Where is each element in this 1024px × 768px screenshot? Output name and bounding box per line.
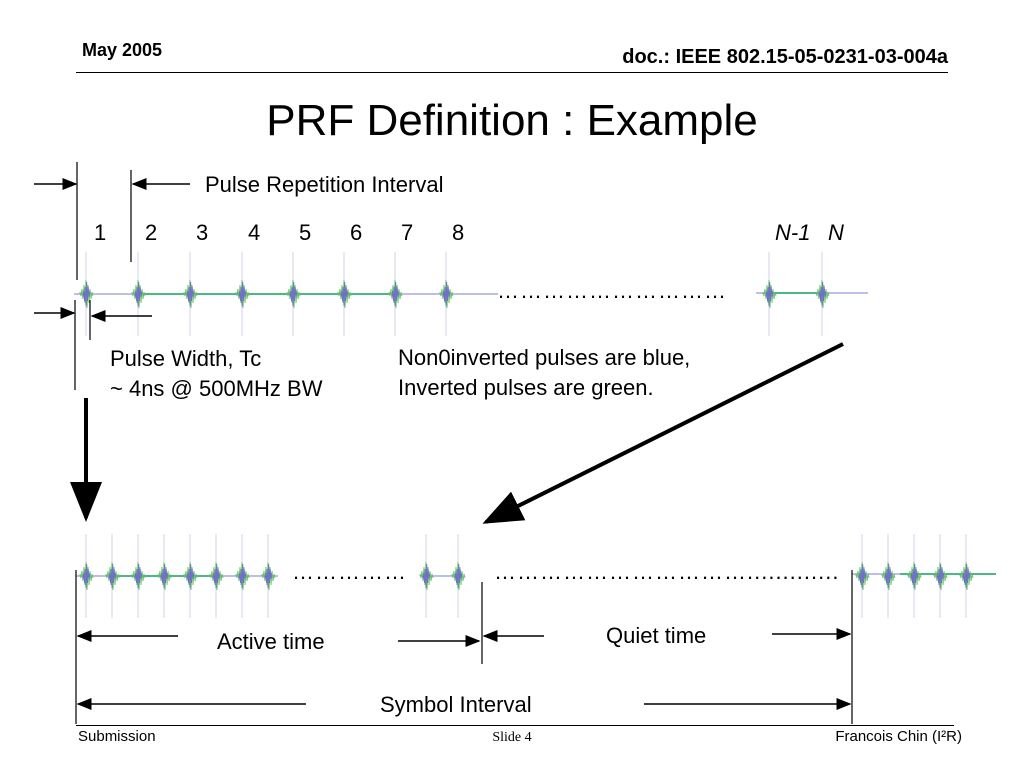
top-pulse-10 (815, 252, 830, 336)
pulse-number-4: 4 (248, 220, 261, 245)
bottom-pulse-1 (79, 534, 94, 618)
bottom-pulse-11 (855, 534, 870, 618)
pulse-number-1: 1 (94, 220, 107, 245)
quiet-time-label: Quiet time (606, 623, 707, 648)
bottom-pulse-6 (209, 534, 224, 618)
bottom-pulse-5 (183, 534, 198, 618)
header-rule (76, 72, 948, 73)
top-pulse-8 (439, 252, 454, 336)
zoom-diagonal-arrow (482, 342, 844, 524)
bottom-pulse-7 (235, 534, 250, 618)
slide-title: PRF Definition : Example (266, 96, 758, 145)
pulse-number-6: 6 (350, 220, 363, 245)
bottom-ellipsis-right: ……………………………............. (494, 559, 840, 584)
top-pulse-6 (337, 252, 352, 336)
top-pulse-3 (183, 252, 198, 336)
top-pulse-4 (235, 252, 250, 336)
pulse-number-3: 3 (196, 220, 209, 245)
pulse-number-8: 8 (452, 220, 465, 245)
bottom-pulse-4 (157, 534, 172, 618)
footer-author: Francois Chin (I²R) (835, 728, 962, 745)
pulse-number-5: 5 (299, 220, 312, 245)
pulse-number-2: 2 (145, 220, 158, 245)
bottom-pulse-15 (959, 534, 974, 618)
pulse-number-7: 7 (401, 220, 414, 245)
bottom-pulse-3 (131, 534, 146, 618)
pulse-color-note-line1: Non0inverted pulses are blue, (398, 345, 691, 370)
bottom-pulse-14 (933, 534, 948, 618)
bottom-pulse-12 (881, 534, 896, 618)
bottom-pulse-13 (907, 534, 922, 618)
bottom-pulse-8 (261, 534, 276, 618)
top-pulse-train (74, 252, 868, 336)
pulse-number-n: N (828, 220, 844, 245)
pulse-color-note-line2: Inverted pulses are green. (398, 375, 654, 400)
top-pulse-1 (79, 252, 94, 336)
bottom-pulse-train (76, 534, 996, 618)
top-pulse-7 (388, 252, 403, 336)
pri-label: Pulse Repetition Interval (205, 172, 444, 197)
top-pulse-5 (286, 252, 301, 336)
footer-slide-number: Slide 4 (492, 730, 532, 745)
top-pulse-2 (131, 252, 146, 336)
bottom-ellipsis-left: …………… (292, 559, 407, 584)
top-pulse-9 (762, 252, 777, 336)
footer-submission: Submission (78, 728, 156, 745)
header-doc-id: doc.: IEEE 802.15-05-0231-03-004a (622, 46, 948, 68)
pulse-number-n-minus-1: N-1 (775, 220, 811, 245)
symbol-interval-label: Symbol Interval (380, 692, 532, 717)
bottom-pulse-2 (105, 534, 120, 618)
bottom-pulse-9 (419, 534, 434, 618)
pulse-width-label-line1: Pulse Width, Tc (110, 346, 262, 371)
active-time-label: Active time (217, 629, 325, 654)
bottom-pulse-10 (451, 534, 466, 618)
header-date: May 2005 (82, 40, 163, 60)
top-ellipsis: ………………………… (497, 278, 727, 303)
pulse-width-label-line2: ~ 4ns @ 500MHz BW (110, 376, 323, 401)
footer-rule (76, 725, 954, 726)
